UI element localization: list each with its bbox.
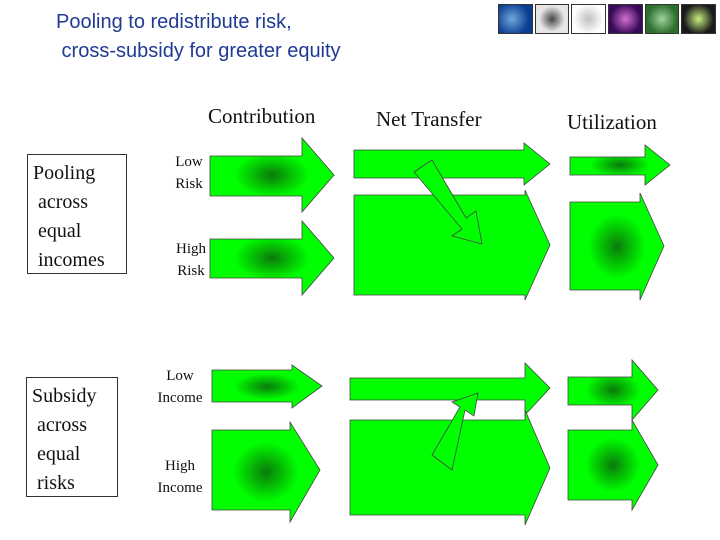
subsidy-line-1: Subsidy <box>32 385 97 407</box>
title-line-2: cross-subsidy for greater equity <box>56 40 341 62</box>
pooling-line-2: across <box>33 191 88 213</box>
contribution-high-income-arrow <box>211 420 321 524</box>
contribution-high-risk-arrow <box>209 219 335 297</box>
subsidy-group-box: Subsidy across equal risks <box>26 377 118 497</box>
net-transfer-subsidy-diagonal-arrow <box>431 392 479 471</box>
satellite-logo-icon <box>571 4 607 34</box>
pooling-line-1: Pooling <box>33 162 96 184</box>
pooling-group-box: Pooling across equal incomes <box>27 154 127 274</box>
pooling-line-4: incomes <box>33 249 105 271</box>
cell-logo-icon <box>644 4 680 34</box>
pooling-line-3: equal <box>33 220 82 242</box>
eye-logo-icon <box>534 4 570 34</box>
utilization-high-income-arrow <box>567 418 659 512</box>
net-transfer-pooling-top-arrow <box>353 142 551 186</box>
virus-logo-icon <box>681 4 717 34</box>
contribution-low-risk-arrow <box>209 136 335 214</box>
contribution-low-income-arrow <box>211 364 323 409</box>
globe-logo-icon <box>498 4 533 34</box>
net-transfer-pooling-bottom-arrow <box>353 189 551 301</box>
subsidy-line-3: equal <box>32 443 81 465</box>
utilization-high-risk-arrow <box>569 192 665 301</box>
logo-strip <box>498 4 717 34</box>
net-transfer-header: Net Transfer <box>376 107 482 131</box>
subsidy-line-4: risks <box>32 472 75 494</box>
net-transfer-pooling-diagonal-arrow <box>413 159 483 245</box>
subsidy-line-2: across <box>32 414 87 436</box>
title-line-1: Pooling to redistribute risk, <box>56 11 292 33</box>
slide-title: Pooling to redistribute risk, cross-subs… <box>56 8 341 66</box>
contribution-header: Contribution <box>208 104 316 128</box>
utilization-header: Utilization <box>567 110 657 134</box>
utilization-low-risk-arrow <box>569 144 671 186</box>
brain-logo-icon <box>608 4 643 34</box>
utilization-low-income-arrow <box>567 358 659 422</box>
net-transfer-subsidy-top-arrow <box>349 362 551 417</box>
